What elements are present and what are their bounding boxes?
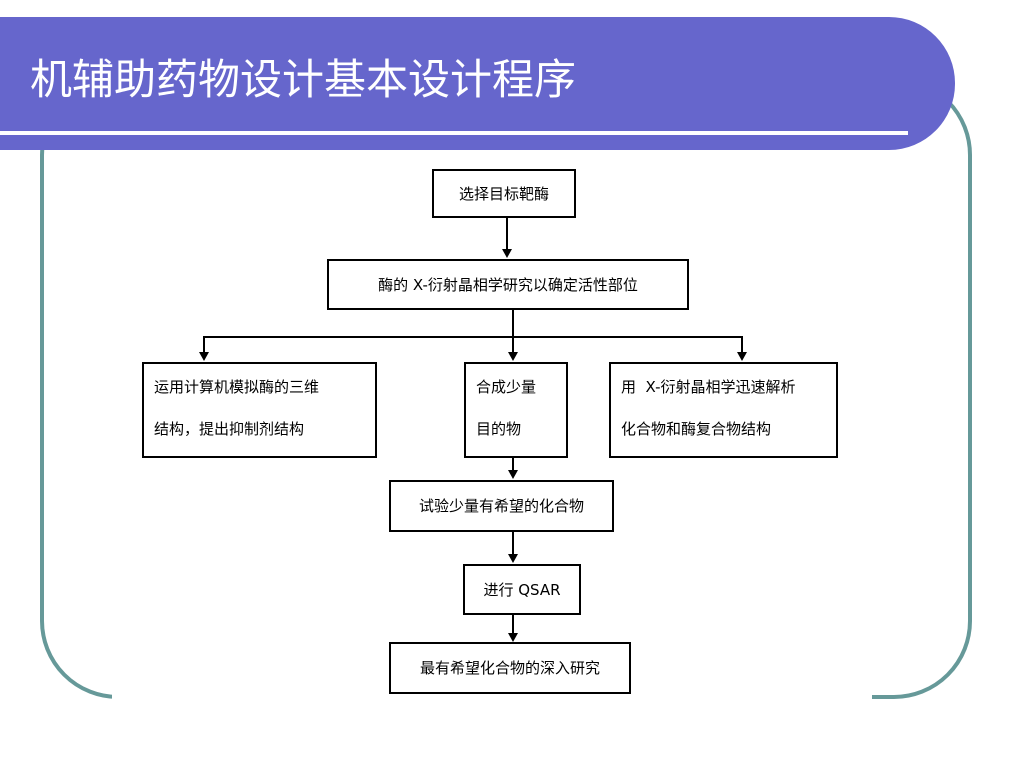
branch-horizontal [203, 336, 743, 338]
connector-3 [512, 458, 514, 472]
node-select-target-text: 选择目标靶酶 [458, 184, 549, 203]
connector-5 [512, 615, 514, 635]
node-mid-line-2: 目的物 [476, 420, 522, 438]
arrow-5 [508, 633, 518, 642]
arrow-1 [502, 249, 512, 258]
node-right-line-2: 化合物和酶复合物结构 [621, 420, 772, 438]
connector-2 [512, 310, 514, 337]
branch-mid-arrow [508, 352, 518, 361]
connector-4 [512, 532, 514, 556]
node-xray-site: 酶的 X-衍射晶相学研究以确定活性部位 [327, 259, 689, 310]
arrow-4 [508, 554, 518, 563]
node-left-computer-model: 运用计算机模拟酶的三维 结构，提出抑制剂结构 [142, 362, 377, 458]
node-test-compounds-text: 试验少量有希望的化合物 [418, 497, 584, 515]
node-select-target: 选择目标靶酶 [432, 169, 576, 218]
branch-left-line [203, 336, 205, 354]
node-deep-study: 最有希望化合物的深入研究 [389, 642, 631, 694]
title-underline [0, 131, 908, 135]
node-mid-line-1: 合成少量 [476, 378, 537, 396]
node-left-line-1: 运用计算机模拟酶的三维 [154, 378, 320, 396]
connector-1 [506, 218, 508, 251]
node-qsar: 进行 QSAR [463, 564, 581, 615]
node-right-line-1: 用 X-衍射晶相学迅速解析 [621, 378, 796, 396]
node-deep-study-text: 最有希望化合物的深入研究 [419, 659, 600, 677]
branch-mid-line [512, 336, 514, 354]
node-left-line-2: 结构，提出抑制剂结构 [154, 420, 305, 438]
node-mid-synthesis: 合成少量 目的物 [464, 362, 568, 458]
title-bar [0, 17, 955, 150]
slide-title: 机辅助药物设计基本设计程序 [30, 55, 577, 104]
branch-right-line [741, 336, 743, 354]
arrow-3 [508, 470, 518, 479]
node-qsar-text: 进行 QSAR [483, 580, 561, 599]
branch-right-arrow [737, 352, 747, 361]
node-xray-site-text: 酶的 X-衍射晶相学研究以确定活性部位 [378, 275, 638, 294]
branch-left-arrow [199, 352, 209, 361]
node-test-compounds: 试验少量有希望的化合物 [389, 480, 614, 532]
frame-gap [112, 690, 872, 704]
node-right-xray-complex: 用 X-衍射晶相学迅速解析 化合物和酶复合物结构 [609, 362, 838, 458]
